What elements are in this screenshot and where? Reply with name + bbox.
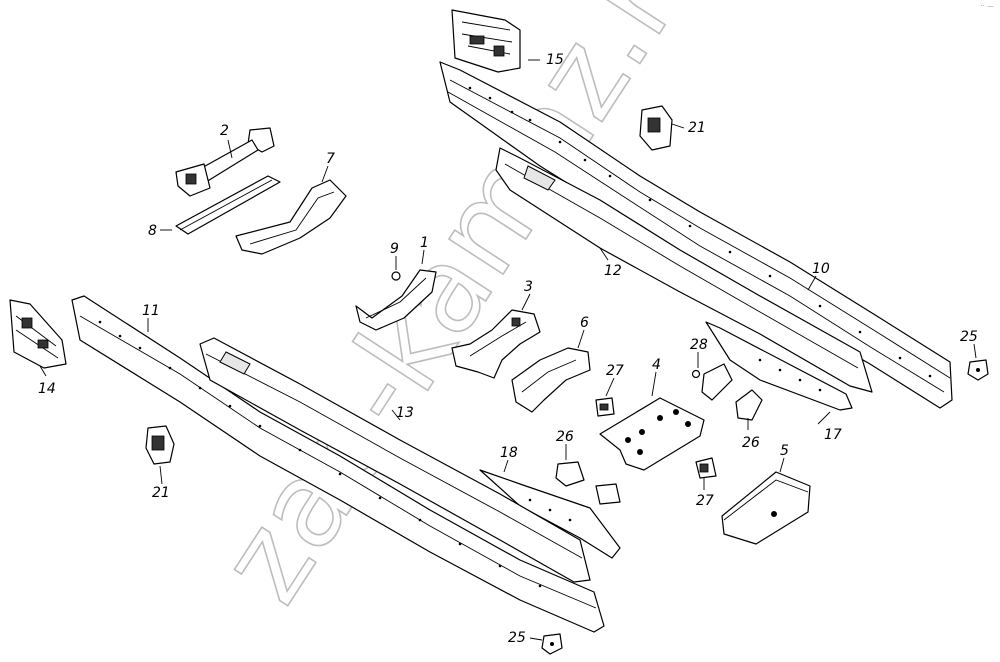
part-28-nut [691,369,701,379]
part-26-bracket-b [701,363,763,421]
part-10-holes [468,86,932,378]
part-21-bracket-right [639,105,673,151]
callout-10: 10 [812,261,830,277]
part-11-holes [98,320,542,588]
callout-5: 5 [780,443,789,459]
callout-1: 1 [420,235,429,251]
callout-9: 9 [390,241,399,257]
callout-26b: 26 [742,435,760,451]
part-9-nut [391,271,401,281]
part-27-clip-a [595,397,615,417]
callout-4: 4 [652,357,661,373]
callout-21b: 21 [152,485,170,501]
callout-17: 17 [824,427,842,443]
leader-lines [39,59,977,641]
callout-25a: 25 [960,329,978,345]
part-25-clamp-right [967,359,989,381]
callout-8: 8 [148,223,157,239]
part-25-clamp-bottom [541,633,563,655]
part-3-crossmember [451,309,541,379]
callout-27a: 27 [606,363,624,379]
callout-14: 14 [38,381,56,397]
callout-12: 12 [604,263,622,279]
part-17-gusset-right [705,321,853,411]
callout-2: 2 [220,123,229,139]
part-13-inner-reinforcement-left [199,337,591,583]
part-8-flat-bar [175,175,281,235]
part-4-plate [599,397,705,471]
part-21-bracket-left [145,425,175,465]
part-27-clip-b [695,457,717,479]
callout-15: 15 [546,52,564,68]
callout-18: 18 [500,445,518,461]
corner-mark: ·· — [980,2,994,10]
part-12-inner-reinforcement-right [495,147,873,393]
callout-21a: 21 [688,120,706,136]
callout-11: 11 [142,303,160,319]
part-11-side-rail-left [71,295,605,633]
callout-7: 7 [326,151,335,167]
callout-3: 3 [524,279,533,295]
callout-25b: 25 [508,630,526,646]
part-1-curved-bracket [355,269,437,331]
part-5-mount-block [721,471,811,545]
part-10-side-rail-right [439,61,953,409]
callout-6: 6 [580,315,589,331]
part-7-curved-bracket [235,179,347,255]
part-15-bracket [451,9,521,73]
part-26-bracket-a [555,461,621,505]
part-2-crossmember-tube [175,127,275,197]
callout-27b: 27 [696,493,714,509]
callout-28: 28 [690,337,708,353]
callout-13: 13 [396,405,414,421]
part-6-crossmember [511,347,591,413]
callout-26a: 26 [556,429,574,445]
part-14-bracket-left [9,299,67,369]
